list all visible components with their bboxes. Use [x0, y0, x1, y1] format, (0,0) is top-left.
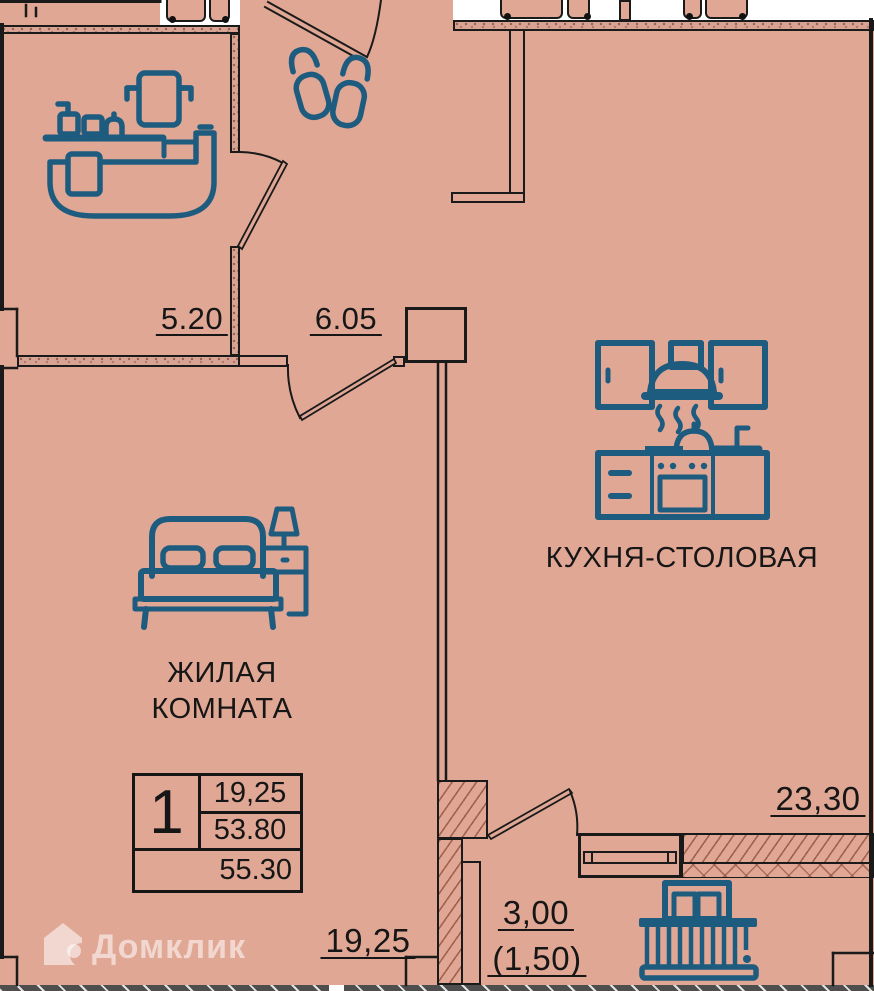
- watermark: Домклик: [92, 928, 246, 967]
- outer-wall-band: [0, 985, 874, 991]
- table-divider: [198, 811, 300, 814]
- hinge-dot: [222, 16, 229, 23]
- watermark-brand: Домклик: [92, 928, 247, 966]
- balcony-door-block: [578, 833, 682, 878]
- slippers-icon: [288, 46, 371, 129]
- wall-segment: [238, 355, 288, 367]
- living-room-name: ЖИЛАЯ КОМНАТА: [152, 655, 293, 728]
- outer-wall-gap: [329, 985, 344, 991]
- balcony-area-label: 3,00: [497, 896, 575, 931]
- rooms-count-cell: 1: [149, 777, 184, 847]
- hinge-dot: [504, 13, 511, 20]
- balcony-side-wall: [437, 838, 463, 985]
- balcony-reduced-area-label: (1,50): [487, 942, 587, 977]
- hallway-area-label: 6.05: [309, 303, 383, 336]
- adjacent-fixture: [500, 0, 563, 19]
- kitchen-stove-icon: [595, 340, 770, 520]
- bathtub-icon: [42, 70, 217, 219]
- apartment-summary-table: 1 19,25 53.80 55.30: [132, 773, 303, 893]
- living-width-label: 19,25: [320, 924, 416, 959]
- kitchen-name: КУХНЯ-СТОЛОВАЯ: [545, 542, 819, 574]
- column: [405, 307, 467, 363]
- wall-segment: [437, 780, 488, 839]
- living-area-cell: 19,25: [213, 777, 287, 809]
- hinge-dot: [686, 13, 693, 20]
- living-room-name-line1: ЖИЛАЯ: [167, 657, 277, 689]
- wall-segment: [230, 33, 240, 153]
- total-area-cell: 55.30: [219, 853, 292, 886]
- adjacent-fixture: [705, 0, 748, 19]
- adjacent-fixture: [166, 0, 206, 22]
- bed-icon: [132, 506, 309, 630]
- living-room-name-line2: КОМНАТА: [151, 693, 293, 726]
- window-sill: [682, 863, 874, 878]
- hinge-dot: [169, 16, 176, 23]
- table-divider: [135, 848, 300, 851]
- kitchen-window-wall: [682, 833, 874, 864]
- kitchen-width-label: 23,30: [770, 782, 866, 817]
- balcony-railing-icon: [639, 880, 759, 981]
- bathroom-area-label: 5.20: [155, 303, 229, 336]
- house-logo-icon: [44, 923, 94, 967]
- hinge-dot: [739, 13, 746, 20]
- wall-segment: [461, 861, 481, 985]
- area-without-balcony-cell: 53.80: [213, 814, 287, 846]
- hinge-dot: [584, 13, 591, 20]
